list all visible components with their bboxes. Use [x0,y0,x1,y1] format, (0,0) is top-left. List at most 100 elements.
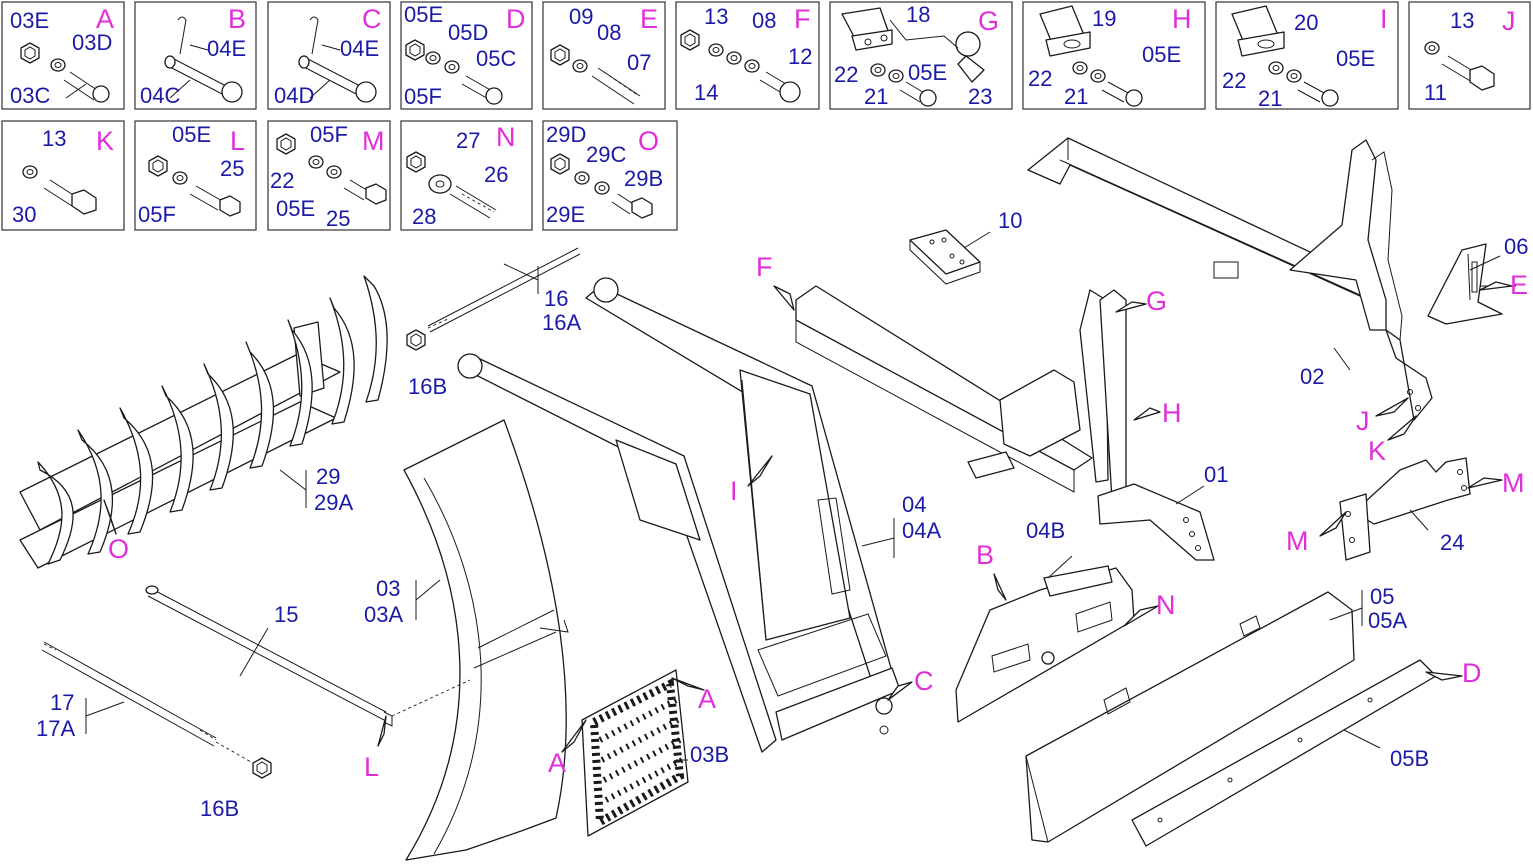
part-label: 05D [448,20,488,45]
label-05: 05 [1370,584,1394,609]
part-label: 04D [274,83,314,108]
label-17A: 17A [36,716,75,741]
part-label: 05E [404,2,443,27]
panel-g: 18 22 05E 21 23 G [829,1,1013,110]
key-letter: J [1502,6,1516,36]
key-C: C [914,666,934,696]
key-letter: K [96,126,114,156]
panel-a: 03E 03D 03C A [1,1,125,110]
rake-29 [19,275,388,569]
part-label: 25 [326,206,350,231]
moldboard-05 [1025,591,1355,843]
panel-l: 05E 25 05F L [134,120,257,231]
label-16A: 16A [542,310,581,335]
guard-03 [403,419,569,861]
key-letter: D [506,4,526,34]
frame-02 [1027,137,1433,421]
part-label: 13 [42,126,66,151]
label-17: 17 [50,690,74,715]
part-label: 04C [140,83,180,108]
part-label: 05F [138,202,176,227]
part-label: 22 [1028,66,1052,91]
key-I: I [730,476,738,506]
main-key-letters: F G H I E J K M M O B N C A A L D [108,252,1528,782]
part-label: 08 [597,20,621,45]
part-label: 22 [270,168,294,193]
label-04A: 04A [902,518,941,543]
key-letter: M [362,126,385,156]
label-29A: 29A [314,490,353,515]
part-label: 29D [546,122,586,147]
part-label: 13 [704,4,728,29]
part-label: 29B [624,166,663,191]
panel-j: 13 11 J [1408,1,1531,110]
label-03B: 03B [690,742,729,767]
part-label: 21 [864,84,888,109]
label-16: 16 [544,286,568,311]
key-A-left: A [548,748,566,778]
part-label: 25 [220,156,244,181]
panel-frame [542,120,678,231]
part-label: 30 [12,202,36,227]
key-M-right: M [1502,468,1525,498]
frame-01 [795,285,1215,561]
part-label: 14 [694,80,718,105]
label-05A: 05A [1368,608,1407,633]
key-A-right: A [698,684,716,714]
label-06: 06 [1504,234,1528,259]
part-label: 07 [627,50,651,75]
rod-16 [406,247,581,351]
label-15: 15 [274,602,298,627]
label-02: 02 [1300,364,1324,389]
part-label: 04E [207,36,246,61]
key-letter: N [496,122,516,152]
part-label: 05E [1336,46,1375,71]
part-label: 19 [1092,6,1116,31]
key-L: L [364,752,379,782]
panel-frame [400,120,533,231]
rod-15 [145,585,471,727]
panel-b: 04E 04C B [134,1,257,110]
key-H: H [1162,398,1182,428]
part-label: 05E [172,122,211,147]
label-04B: 04B [1026,518,1065,543]
panel-h: 19 22 05E 21 H [1022,1,1206,110]
part-label: 13 [1450,8,1474,33]
key-N: N [1156,590,1176,620]
part-label: 05C [476,46,516,71]
push-arm-04 [457,277,901,753]
plate-10 [909,229,981,285]
key-G: G [1146,286,1167,316]
key-F: F [756,252,773,282]
part-label: 05E [1142,42,1181,67]
label-24: 24 [1440,530,1464,555]
key-letter: B [228,4,246,34]
part-label: 22 [834,62,858,87]
part-label: 11 [1424,80,1447,105]
panel-d: 05E 05D 05C 05F D [400,1,533,110]
key-O: O [108,534,129,564]
part-label: 27 [456,128,480,153]
part-label: 26 [484,162,508,187]
support-arm-24 [1339,457,1471,561]
key-letter: A [96,4,114,34]
part-label: 09 [569,4,593,29]
part-label: 04E [340,36,379,61]
key-M-left: M [1286,526,1309,556]
key-arrows [103,281,1513,753]
key-E: E [1510,270,1528,300]
panel-c: 04E 04D C [267,1,391,110]
part-label: 21 [1064,84,1088,109]
panel-k: 13 30 K [1,120,125,231]
label-03A: 03A [364,602,403,627]
part-label: 29E [546,202,585,227]
leader-lines [85,231,1516,761]
key-letter: E [640,4,658,34]
part-label: 05F [404,84,442,109]
label-16B-bottom: 16B [200,796,239,821]
panel-e: 09 08 07 E [542,1,666,110]
key-D: D [1462,658,1482,688]
key-B: B [976,540,994,570]
key-letter: H [1172,4,1192,34]
